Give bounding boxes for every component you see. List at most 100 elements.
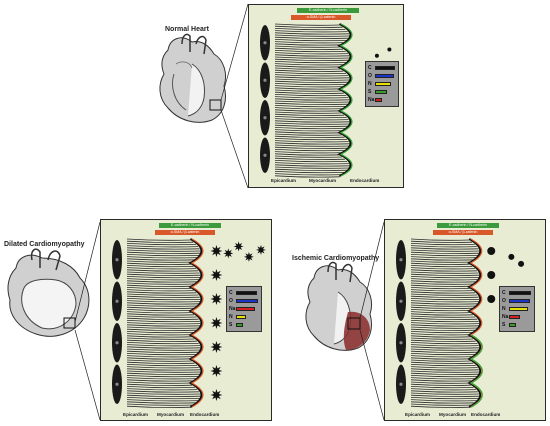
muscle-fiber (410, 390, 478, 393)
legend-bar (236, 291, 257, 295)
muscle-fiber (410, 372, 479, 375)
legend-bar (236, 299, 258, 303)
muscle-fiber (274, 116, 347, 119)
muscle-fiber (126, 339, 197, 342)
muscle-fiber (274, 98, 350, 101)
legend-row-c: C (368, 65, 396, 71)
muscle-fiber (410, 344, 479, 347)
muscle-fiber (274, 85, 345, 88)
legend-row-o: O (502, 298, 532, 304)
necrotic-cell-marker (210, 293, 223, 305)
muscle-fiber (126, 381, 192, 384)
muscle-fiber (126, 306, 196, 309)
muscle-fiber (410, 280, 477, 283)
cell-nucleus (115, 299, 119, 303)
muscle-fiber (274, 25, 343, 28)
muscle-fiber (274, 36, 349, 39)
necrotic-cell-marker (210, 317, 223, 329)
floating-debris-marker (223, 248, 234, 259)
necrotic-cell-marker (210, 365, 223, 377)
endocardial-edge-green (469, 334, 483, 408)
legend-letter: N (502, 306, 506, 312)
muscle-fiber (274, 78, 350, 81)
muscle-fiber (274, 173, 343, 176)
dilated-tissue-panel: E-cadherin / N-cadherin α-SMA / β-cateni… (100, 219, 272, 421)
muscle-fiber (410, 342, 478, 345)
muscle-fiber (410, 262, 470, 265)
muscle-fiber (410, 273, 480, 276)
muscle-fiber (410, 348, 479, 351)
dilated-tag-red: α-SMA / β-catenin (155, 230, 215, 235)
muscle-fiber (410, 276, 480, 279)
muscle-fiber (126, 256, 198, 259)
normal-tag-red: α-SMA / β-catenin (291, 15, 351, 20)
muscle-fiber (274, 155, 342, 158)
muscle-fiber (410, 243, 475, 246)
muscle-fiber (126, 302, 200, 305)
muscle-fiber (274, 50, 346, 53)
floating-debris-marker (256, 244, 266, 255)
muscle-fiber (126, 262, 191, 265)
floating-particle-marker (374, 53, 379, 58)
muscle-fiber (126, 287, 191, 290)
muscle-fiber (274, 122, 350, 125)
muscle-fiber (410, 269, 478, 272)
muscle-fiber (410, 265, 473, 268)
muscle-fiber (410, 331, 474, 334)
muscle-fiber (126, 397, 200, 400)
normal-tissue-drawing (260, 23, 392, 178)
floating-debris-marker (243, 251, 254, 262)
muscle-fiber (410, 361, 474, 364)
ischemic-heart-label: Ischemic Cardiomyopathy (292, 255, 380, 262)
muscle-fiber (126, 304, 198, 307)
muscle-fiber (126, 280, 198, 283)
muscle-fiber (274, 166, 350, 169)
cell-nucleus (115, 382, 119, 386)
legend-row-n: N (368, 81, 396, 87)
muscle-fiber (274, 65, 342, 68)
muscle-fiber (126, 377, 197, 380)
muscle-fiber (126, 328, 198, 331)
muscle-fiber (126, 238, 191, 241)
ischemic-heart-illustration (305, 261, 373, 351)
muscle-fiber (410, 350, 478, 353)
ischemic-tissue-panel: E-cadherin / N-cadherin α-SMA / β-cateni… (384, 219, 546, 421)
muscle-fiber (126, 295, 200, 298)
ischemic-xlabel-myocardium: Myocardium (439, 412, 467, 417)
muscle-fiber (410, 302, 479, 305)
cell-nucleus (399, 258, 403, 262)
legend-letter: C (502, 290, 506, 296)
necrotic-cell-marker (210, 341, 223, 353)
legend-letter: C (368, 65, 372, 71)
muscle-fiber (410, 278, 479, 281)
legend-bar (236, 323, 243, 327)
muscle-fiber (274, 151, 344, 154)
muscle-fiber (410, 339, 476, 342)
muscle-fiber (410, 304, 477, 307)
legend-bar (375, 98, 382, 102)
legend-row-n: N (502, 306, 532, 312)
muscle-fiber (274, 127, 347, 130)
muscle-fiber (410, 293, 478, 296)
muscle-fiber (410, 386, 474, 389)
muscle-fiber (410, 368, 479, 371)
endocardial-edge-color (190, 238, 204, 408)
muscle-fiber (126, 348, 201, 351)
legend-letter: O (368, 73, 372, 79)
muscle-fiber (274, 43, 343, 46)
muscle-fiber (126, 366, 199, 369)
muscle-fiber (126, 324, 201, 327)
muscle-fiber (126, 260, 194, 263)
legend-bar (509, 315, 520, 319)
muscle-fiber (126, 353, 198, 356)
muscle-fiber (126, 344, 200, 347)
muscle-fiber (126, 355, 195, 358)
legend-bar (509, 291, 531, 295)
muscle-fiber (410, 355, 474, 358)
muscle-fiber (410, 313, 473, 316)
legend-row-na: Na (229, 306, 259, 312)
muscle-fiber (410, 306, 475, 309)
